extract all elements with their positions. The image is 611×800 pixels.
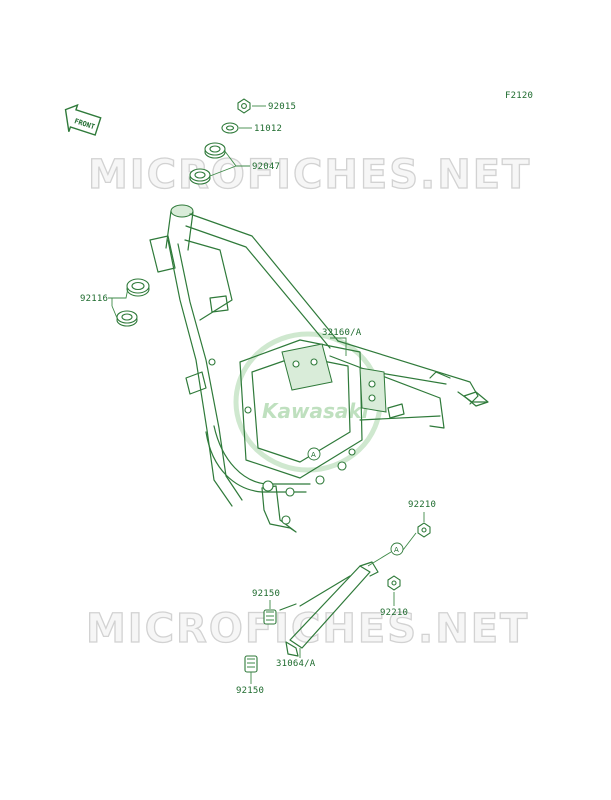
svg-text:Kawasaki: Kawasaki: [262, 399, 370, 423]
label-92210-top: 92210: [408, 500, 436, 510]
bearing-92047-lower: [189, 168, 211, 185]
callout-a-stand: A: [390, 542, 404, 556]
label-92150-top: 92150: [252, 589, 280, 599]
nut-92210-upper: [417, 522, 431, 538]
nut-92015: [237, 98, 251, 114]
watermark-top: MICROFICHES.NET: [88, 152, 531, 198]
label-31064: 31064/A: [276, 659, 316, 669]
bearing-92116-lower: [116, 310, 138, 327]
washer-11012: [221, 122, 239, 134]
bolt-92150-upper: [263, 609, 277, 625]
frame-32160: [149, 204, 489, 533]
watermark-bottom: MICROFICHES.NET: [86, 606, 529, 652]
bearing-92047-upper: [204, 142, 226, 159]
label-92150-bottom: 92150: [236, 686, 264, 696]
label-92015: 92015: [268, 102, 296, 112]
label-92047: 92047: [252, 162, 280, 172]
svg-text:A: A: [311, 451, 316, 459]
side-stand-31064: [279, 561, 379, 657]
svg-text:A: A: [394, 546, 399, 554]
callout-a-frame: A: [307, 447, 321, 461]
bolt-92150-lower: [244, 655, 258, 673]
diagram-code: F2120: [505, 91, 533, 101]
bearing-92116-upper: [126, 278, 150, 297]
label-92210-mid: 92210: [380, 608, 408, 618]
front-arrow-icon: FRONT: [64, 103, 102, 136]
leader-lines: [108, 105, 425, 684]
label-11012: 11012: [254, 124, 282, 134]
label-32160: 32160/A: [322, 328, 362, 338]
nut-92210-mid: [387, 575, 401, 591]
label-92116: 92116: [80, 294, 108, 304]
